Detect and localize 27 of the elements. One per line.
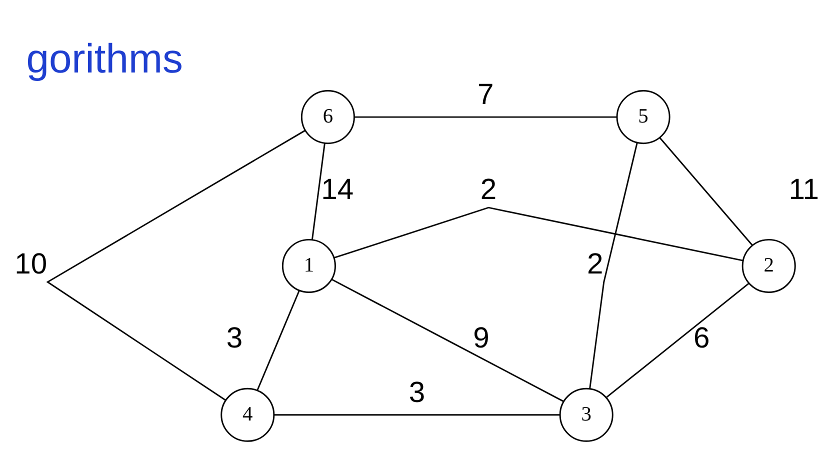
connector (274, 414, 560, 416)
node-circle: 1 (282, 238, 336, 292)
edge-label: 14 (321, 173, 354, 206)
edge-label: 6 (694, 322, 710, 354)
edge-label: 11 (788, 173, 820, 206)
edge-label: 3 (226, 322, 243, 354)
diagram-title: gorithms (26, 34, 183, 81)
connector (256, 290, 300, 390)
connector (334, 206, 744, 261)
node-circle: 5 (616, 90, 670, 144)
node-circle: 4 (220, 387, 275, 442)
edge-label: 2 (480, 173, 497, 206)
connector (331, 278, 564, 402)
node-circle: 2 (742, 238, 796, 292)
connector (659, 136, 753, 246)
connector (311, 142, 326, 240)
edge-label: 10 (14, 248, 48, 280)
connector (589, 142, 638, 388)
node-circle: 3 (559, 387, 614, 442)
edge-label: 2 (586, 248, 604, 280)
connector (46, 129, 306, 400)
edge-label: 3 (408, 376, 426, 408)
edge-label: 7 (478, 78, 494, 110)
connector (354, 116, 617, 118)
connector (606, 282, 750, 398)
node-circle: 6 (300, 90, 355, 144)
edge-label: 9 (473, 322, 490, 354)
